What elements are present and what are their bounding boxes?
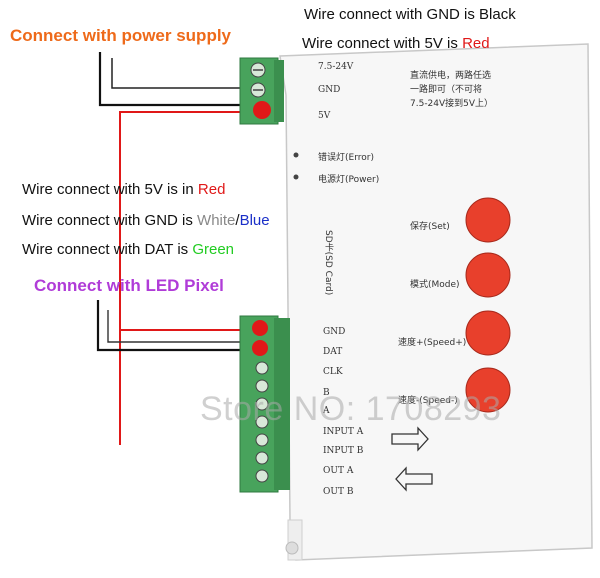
error-indicator-label: 错误灯(Error)	[318, 153, 374, 163]
label-a: A	[323, 406, 330, 416]
error-led-icon	[293, 152, 299, 158]
pixel-gnd-note-white: White	[197, 212, 236, 229]
output-terminal-block	[239, 315, 290, 493]
pixel-5v-note-prefix: Wire connect with 5V is in	[22, 181, 198, 198]
label-input-a: INPUT A	[323, 427, 364, 437]
power-supply-heading: Connect with power supply	[10, 26, 232, 45]
power-5v-note-color: Red	[462, 35, 490, 52]
pixel-gnd-note-slash: /	[235, 212, 240, 229]
power-5v-note: Wire connect with 5V is Red	[302, 35, 490, 52]
label-5v-power: 5V	[318, 111, 331, 121]
power-gnd-note: Wire connect with GND is Black	[304, 6, 516, 23]
mount-hole	[285, 541, 299, 555]
speed-minus-button-label: 速度-(Speed-)	[398, 396, 458, 406]
power-note-line-3: 7.5-24V接到5V上）	[410, 99, 494, 109]
pixel-5v-wire-red	[119, 329, 250, 445]
label-clk: CLK	[323, 367, 343, 377]
label-dat: DAT	[323, 347, 343, 357]
pixel-dat-note-color: Green	[192, 241, 235, 258]
controller-housing	[279, 43, 593, 561]
speed-minus-button[interactable]	[465, 367, 511, 413]
label-gnd-out: GND	[323, 327, 346, 337]
pixel-5v-note: Wire connect with 5V is in Red	[22, 181, 225, 198]
input-arrow-icon	[391, 426, 429, 452]
label-b: B	[323, 388, 330, 398]
label-out-a: OUT A	[323, 466, 354, 476]
pixel-gnd-wire-black	[96, 300, 250, 352]
store-watermark: Store NO: 1708293	[200, 390, 502, 428]
mode-button-label: 模式(Mode)	[410, 280, 460, 290]
label-input-b: INPUT B	[323, 446, 364, 456]
output-arrow-icon	[395, 466, 433, 492]
power-gnd-wire-black	[98, 52, 245, 107]
pixel-dat-note-prefix: Wire connect with DAT is	[22, 241, 193, 258]
power-note-line-1: 直流供电，两路任选	[410, 71, 492, 81]
dat-terminal-dot	[252, 340, 268, 356]
led-pixel-heading: Connect with LED Pixel	[34, 276, 224, 295]
power-note-line-2: 一路即可（不可将	[410, 85, 483, 95]
power-5v-terminal-dot	[253, 101, 271, 119]
pixel-gnd-note-blue: Blue	[239, 212, 270, 229]
label-gnd-power: GND	[318, 85, 341, 95]
pixel-gnd-note-prefix: Wire connect with GND is	[22, 212, 198, 229]
speed-plus-button[interactable]	[465, 310, 511, 356]
speed-plus-button-label: 速度+(Speed+)	[398, 338, 467, 348]
pixel-gnd-note: Wire connect with GND is White/Blue	[22, 212, 270, 229]
power-led-icon	[293, 174, 299, 180]
power-terminal-block	[239, 57, 284, 125]
label-out-b: OUT B	[323, 487, 354, 497]
sd-card-label: SD卡(SD Card)	[323, 230, 333, 296]
pixel-dat-note: Wire connect with DAT is Green	[22, 241, 234, 258]
pixel-5v-note-color: Red	[197, 181, 226, 198]
set-button-label: 保存(Set)	[410, 222, 450, 232]
label-7-5-24v: 7.5-24V	[318, 62, 354, 72]
pixel-wire-white	[107, 310, 250, 343]
power-indicator-label: 电源灯(Power)	[318, 175, 380, 185]
power-wire-white	[111, 58, 245, 89]
power-5v-note-prefix: Wire connect with 5V is	[302, 35, 463, 52]
set-button[interactable]	[465, 197, 511, 243]
mode-button[interactable]	[465, 252, 511, 298]
gnd-terminal-dot	[252, 320, 268, 336]
